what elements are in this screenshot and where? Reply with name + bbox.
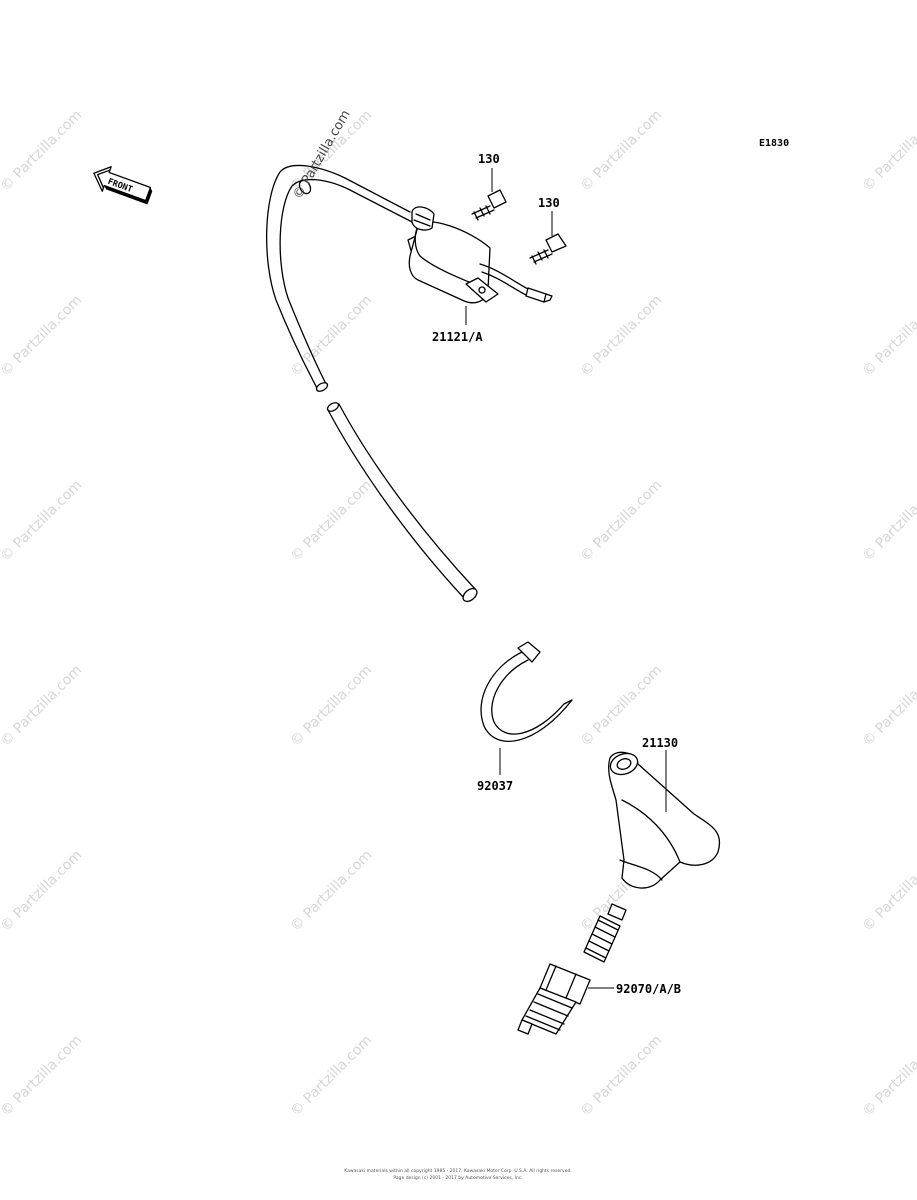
part-label: 92037 [477,779,513,793]
leader-lines [465,168,667,989]
watermark-text: © Partzilla.com [860,107,917,195]
watermark-text: © Partzilla.com [578,477,666,565]
watermark-text: © Partzilla.com [288,1032,376,1120]
watermark-text: © Partzilla.com [860,662,917,750]
watermark-text: © Partzilla.com [578,292,666,380]
watermark-text: © Partzilla.com [0,292,85,380]
watermark-text: © Partzilla.com [860,847,917,935]
part-label: 21130 [642,736,678,750]
watermark-text: © Partzilla.com [860,1032,917,1120]
copyright-line: Page design (c) 2001 - 2017 by Automotiv… [393,1175,522,1181]
bolt-icon [529,233,567,265]
part-label: 92070/A/B [616,982,681,996]
watermark-text: © Partzilla.com [578,107,666,195]
watermark-text: © Partzilla.com [860,292,917,380]
watermark-text: © Partzilla.com [0,662,85,750]
watermark-text: © Partzilla.com [288,292,376,380]
ignition-lead [266,164,478,603]
bolt-icon [471,189,507,221]
front-arrow-icon: FRONT [93,166,153,205]
watermark-text: © Partzilla.com [288,477,376,565]
part-label: 130 [538,196,560,210]
watermark-text: © Partzilla.com [860,477,917,565]
copyright-line: Kawasaki materials within all copyright … [344,1168,572,1174]
plug-cap-icon [608,751,721,889]
ignition-coil-icon [407,206,553,304]
watermark-text: © Partzilla.com [288,662,376,750]
watermark-text: © Partzilla.com [0,847,85,935]
part-label: 21121/A [432,330,483,344]
diagram-code: E1830 [759,138,789,149]
watermark-text: © Partzilla.com [0,477,85,565]
clamp-icon [480,641,573,742]
watermark-text: © Partzilla.com [288,847,376,935]
part-label: 130 [478,152,500,166]
watermark-text: © Partzilla.com [0,107,85,195]
spark-plug-icon [517,903,627,1035]
watermark-text: © Partzilla.com [578,1032,666,1120]
watermark-text: © Partzilla.com [0,1032,85,1120]
